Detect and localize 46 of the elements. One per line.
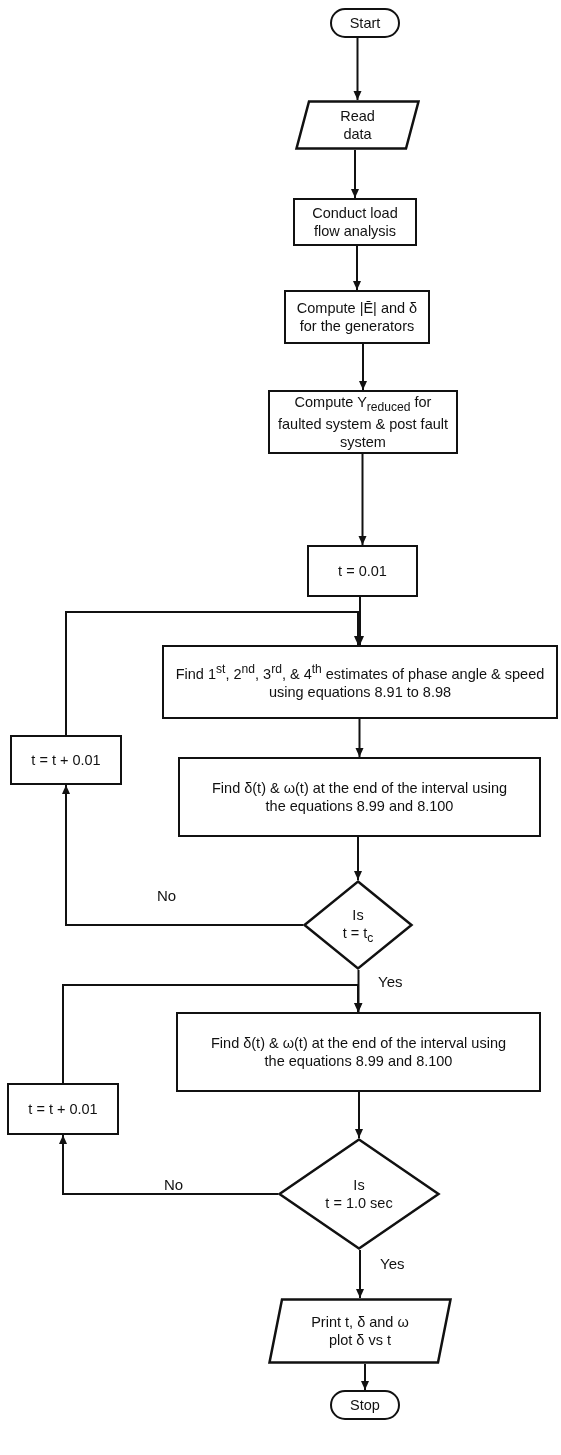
arrow <box>65 611 362 736</box>
decision-diamond <box>278 1138 440 1250</box>
arrow <box>354 836 362 881</box>
arrow <box>62 784 304 926</box>
node-text: Find δ(t) & ω(t) at the end of the interval using the equations 8.99 and 8.100 <box>211 778 508 816</box>
arrow <box>351 149 359 199</box>
arrow <box>62 984 362 1084</box>
terminal-node <box>330 8 400 38</box>
terminal-node <box>330 1390 400 1420</box>
node-text: Print t, δ and ω plot δ vs t <box>310 1312 410 1350</box>
process-box <box>307 545 418 597</box>
node-text: Find 1$^{st}$, 2$^{nd}$, 3$^{rd}$, & 4$^{th}$ estimates of phase angle & speed using equations 8.91 to 8.98 <box>174 662 546 702</box>
arrow <box>59 1134 279 1195</box>
node-text: Compute |Ē| and δ for the generators <box>295 298 419 336</box>
arrow <box>358 453 367 546</box>
process-box <box>178 757 541 837</box>
node-text: t = t$_{c}$ <box>342 924 374 947</box>
node-text: Compute Y$_{reduced}$ for faulted system & post fault system <box>276 392 450 452</box>
arrow <box>359 343 367 391</box>
process-box <box>284 290 430 344</box>
input-output-parallelogram <box>295 100 420 150</box>
node-text: Is <box>353 1175 365 1194</box>
node-text: Is <box>352 905 364 925</box>
process-box <box>176 1012 541 1092</box>
arrow <box>355 1091 363 1139</box>
arrow <box>356 1249 364 1299</box>
input-output-parallelogram <box>268 1298 452 1364</box>
node-text: Conduct load flow analysis <box>311 203 399 241</box>
node-text: t = t + 0.01 <box>31 750 101 770</box>
arrow <box>356 596 364 646</box>
node-text: Stop <box>350 1395 380 1415</box>
node-text: t = 1.0 sec <box>325 1194 393 1213</box>
node-text: t = 0.01 <box>338 561 387 581</box>
arrow <box>361 1363 369 1391</box>
decision-diamond <box>303 880 413 970</box>
node-text: Find δ(t) & ω(t) at the end of the interval using the equations 8.99 and 8.100 <box>210 1033 507 1071</box>
node-text: t = t + 0.01 <box>28 1099 98 1119</box>
node-text: Read data <box>339 106 376 144</box>
node-text: Start <box>349 13 381 33</box>
arrow <box>353 245 361 291</box>
process-box <box>7 1083 119 1135</box>
process-box <box>162 645 558 719</box>
arrow <box>353 37 362 101</box>
process-box <box>10 735 122 785</box>
process-box <box>293 198 417 246</box>
arrow <box>355 718 364 758</box>
